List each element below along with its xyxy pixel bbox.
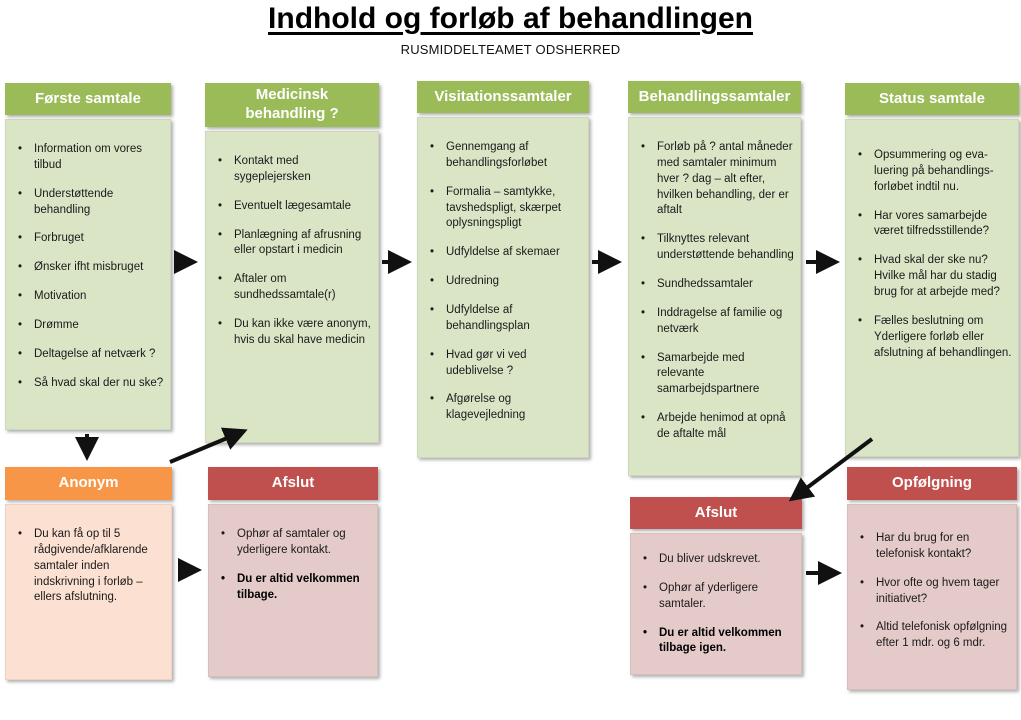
bullet-item: Hvor ofte og hvem tager initiativet? bbox=[856, 576, 1010, 608]
bullet-item: Understøttende behandling bbox=[14, 187, 164, 219]
bullet-item: Hvad gør vi ved udeblivelse ? bbox=[426, 348, 582, 380]
bullet-item: Drømme bbox=[14, 318, 164, 334]
bullet-item: Tilknyttes relevant understøttende behan… bbox=[637, 232, 794, 264]
box-forste-samtale-body: Information om vores tilbud Understøtten… bbox=[5, 119, 171, 430]
bullet-item: Udfyldelse af skemaer bbox=[426, 245, 582, 261]
bullet-item: Har du brug for en telefonisk kontakt? bbox=[856, 531, 1010, 563]
bullet-item: Formalia – samtykke, tavshedspligt, skær… bbox=[426, 185, 582, 233]
bullet-item: Ophør af yderligere samtaler. bbox=[639, 581, 795, 613]
box-visitationssamtaler-body: Gennemgang af behandlingsforløbet Formal… bbox=[417, 117, 589, 458]
box-behandlingssamtaler-header: Behandlingssamtaler bbox=[628, 81, 801, 113]
box-medicinsk-behandling-body: Kontakt med sygeplejersken Eventuelt læg… bbox=[205, 131, 379, 443]
bullet-item: Motivation bbox=[14, 289, 164, 305]
box-forste-samtale-header: Første samtale bbox=[5, 83, 171, 115]
box-medicinsk-behandling: Medicinsk behandling ? Kontakt med sygep… bbox=[205, 83, 379, 443]
box-behandlingssamtaler-body: Forløb på ? antal måneder med samtaler m… bbox=[628, 117, 801, 476]
box-status-samtale-body: Opsummering og eva-luering på behandling… bbox=[845, 119, 1019, 457]
bullet-item: Har vores samarbejde været tilfredsstill… bbox=[854, 209, 1012, 241]
page-title: Indhold og forløb af behandlingen bbox=[268, 2, 753, 35]
bullet-item: Du bliver udskrevet. bbox=[639, 552, 795, 568]
bullet-item: Samarbejde med relevante samarbejdspartn… bbox=[637, 351, 794, 399]
box-status-samtale: Status samtale Opsummering og eva-luerin… bbox=[845, 83, 1019, 457]
bullet-item: Opsummering og eva-luering på behandling… bbox=[854, 148, 1012, 196]
bullet-item: Information om vores tilbud bbox=[14, 142, 164, 174]
bullet-item: Ophør af samtaler og yderligere kontakt. bbox=[217, 527, 371, 559]
box-opfolgning-body: Har du brug for en telefonisk kontakt? H… bbox=[847, 504, 1017, 690]
box-afslut-medicinsk-header: Afslut bbox=[208, 467, 378, 500]
bullet-item: Gennemgang af behandlingsforløbet bbox=[426, 140, 582, 172]
bullet-item: Du kan få op til 5 rådgivende/afklarende… bbox=[14, 527, 165, 606]
bullet-item: Deltagelse af netværk ? bbox=[14, 347, 164, 363]
bullet-item: Fælles beslutning om Yderligere forløb e… bbox=[854, 314, 1012, 362]
bullet-item: Du er altid velkommen tilbage. bbox=[217, 572, 371, 604]
bullet-item: Sundhedssamtaler bbox=[637, 277, 794, 293]
bullet-item: Eventuelt lægesamtale bbox=[214, 199, 372, 215]
box-anonym-header: Anonym bbox=[5, 467, 172, 500]
bullet-item: Du er altid velkommen tilbage igen. bbox=[639, 626, 795, 658]
box-opfolgning-header: Opfølgning bbox=[847, 467, 1017, 500]
box-afslut-behandling-header: Afslut bbox=[630, 497, 802, 529]
bullet-item: Du kan ikke være anonym, hvis du skal ha… bbox=[214, 317, 372, 349]
page-subtitle: RUSMIDDELTEAMET ODSHERRED bbox=[400, 42, 621, 57]
box-afslut-behandling-body: Du bliver udskrevet. Ophør af yderligere… bbox=[630, 533, 802, 675]
box-afslut-medicinsk: Afslut Ophør af samtaler og yderligere k… bbox=[208, 467, 378, 677]
bullet-item: Altid telefonisk opfølgning efter 1 mdr.… bbox=[856, 620, 1010, 652]
bullet-item: Planlægning af afrusning eller opstart i… bbox=[214, 228, 372, 260]
bullet-item: Forbruget bbox=[14, 231, 164, 247]
bullet-item: Afgørelse og klagevejledning bbox=[426, 392, 582, 424]
bullet-item: Kontakt med sygeplejersken bbox=[214, 154, 372, 186]
box-afslut-medicinsk-body: Ophør af samtaler og yderligere kontakt.… bbox=[208, 504, 378, 677]
bullet-item: Udredning bbox=[426, 274, 582, 290]
box-anonym: Anonym Du kan få op til 5 rådgivende/afk… bbox=[5, 467, 172, 680]
box-anonym-body: Du kan få op til 5 rådgivende/afklarende… bbox=[5, 504, 172, 680]
bullet-item: Ønsker ifht misbruget bbox=[14, 260, 164, 276]
box-opfolgning: Opfølgning Har du brug for en telefonisk… bbox=[847, 467, 1017, 690]
bullet-item: Forløb på ? antal måneder med samtaler m… bbox=[637, 140, 794, 219]
bullet-item: Udfyldelse af behandlingsplan bbox=[426, 303, 582, 335]
bullet-item: Hvad skal der ske nu? Hvilke mål har du … bbox=[854, 253, 1012, 301]
box-forste-samtale: Første samtale Information om vores tilb… bbox=[5, 83, 171, 430]
box-medicinsk-behandling-header: Medicinsk behandling ? bbox=[205, 83, 379, 127]
box-afslut-behandling: Afslut Du bliver udskrevet. Ophør af yde… bbox=[630, 497, 802, 675]
bullet-item: Aftaler om sundhedssamtale(r) bbox=[214, 272, 372, 304]
bullet-item: Arbejde henimod at opnå de aftalte mål bbox=[637, 411, 794, 443]
box-visitationssamtaler: Visitationssamtaler Gennemgang af behand… bbox=[417, 81, 589, 458]
box-status-samtale-header: Status samtale bbox=[845, 83, 1019, 115]
box-behandlingssamtaler: Behandlingssamtaler Forløb på ? antal må… bbox=[628, 81, 801, 476]
bullet-item: Så hvad skal der nu ske? bbox=[14, 376, 164, 392]
bullet-item: Inddragelse af familie og netværk bbox=[637, 306, 794, 338]
box-visitationssamtaler-header: Visitationssamtaler bbox=[417, 81, 589, 113]
